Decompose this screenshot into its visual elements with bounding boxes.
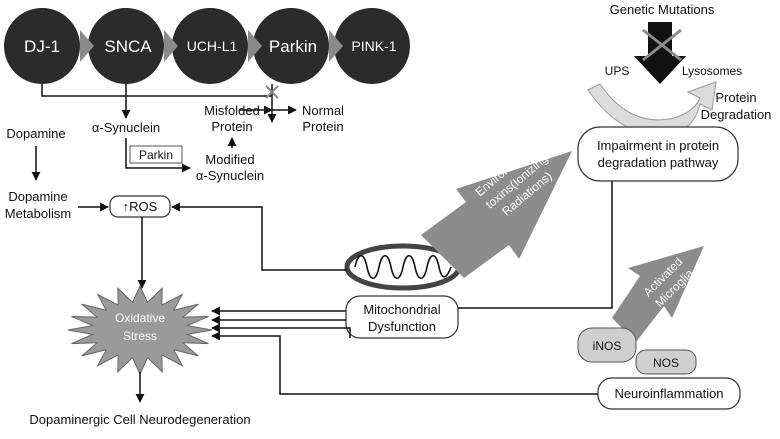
cristae [354,254,452,280]
genetic-mutations-label: Genetic Mutations [610,2,715,17]
gene-node-uchl1 [172,8,248,84]
dopaminergic-label: Dopaminergic Cell Neurodegeneration [29,412,250,427]
chevron-icon [248,30,262,62]
dopamine-metabolism-label: Metabolism [5,206,71,221]
environmental-toxins-arrow: Environmental toxins(Ionizing Radiations… [421,139,572,278]
chevron-icon [164,30,178,62]
mitochondrial-dysfunction-label: Dysfunction [368,319,436,334]
block-x-icon [265,85,279,99]
impairment-label: degradation pathway [598,155,719,170]
mitochondrial-dysfunction-box [345,295,459,339]
oxidative-stress-starburst [67,284,213,376]
normal-protein-label: Normal [302,103,344,118]
gene-node-pink1 [334,8,410,84]
nos-label: NOS [653,356,679,370]
impairment-box [577,126,739,182]
misfolded-label: Misfolded [204,103,260,118]
ros-label: ↑ROS [123,199,158,214]
impairment-label: Impairment in protein [597,138,719,153]
nos-box [635,349,697,375]
normal-protein-label: Protein [302,119,343,134]
gene-label: Parkin [269,37,317,56]
inos-box [577,327,637,363]
gene-label: PINK-1 [351,38,396,54]
gene-label: SNCA [104,37,152,56]
ups-label: UPS [605,64,630,78]
mitochondrial-dysfunction-label: Mitochondrial [363,302,440,317]
alpha-synuclein-label: α-Synuclein [92,120,160,135]
gene-row: DJ-1 SNCA UCH-L1 Parkin PINK-1 [4,8,410,84]
gene-node-dj1 [4,8,80,84]
oxidative-stress-label: Oxidative [115,311,165,325]
block-x-icon [642,28,682,62]
dopamine-label: Dopamine [6,126,65,141]
modified-label: α-Synuclein [196,168,264,183]
oxidative-stress-label: Stress [123,329,157,343]
protein-degradation-label: Degradation [701,107,772,122]
gene-label: UCH-L1 [187,38,238,54]
protein-degradation-label: Protein [715,90,756,105]
inos-label: iNOS [593,339,622,353]
gene-connectors [41,84,297,123]
parkin-box-label: Parkin [139,148,173,162]
neuroinflammation-box [597,377,741,410]
chevron-icon [80,30,94,62]
gene-node-snca [88,8,164,84]
activated-microglia-arrow: Activated Microglia [612,246,704,342]
parkin-box [129,145,183,164]
down-arrow-icon [634,22,686,84]
lysosomes-label: Lysosomes [682,64,742,78]
neuroinflammation-label: Neuroinflammation [614,386,723,401]
gene-label: DJ-1 [24,37,60,56]
chevron-icon [329,30,343,62]
ros-box [109,195,171,218]
misfolded-label: Protein [211,119,252,134]
gene-node-parkin [253,8,329,84]
modified-label: Modified [205,152,254,167]
dopamine-metabolism-label: Dopamine [8,189,67,204]
